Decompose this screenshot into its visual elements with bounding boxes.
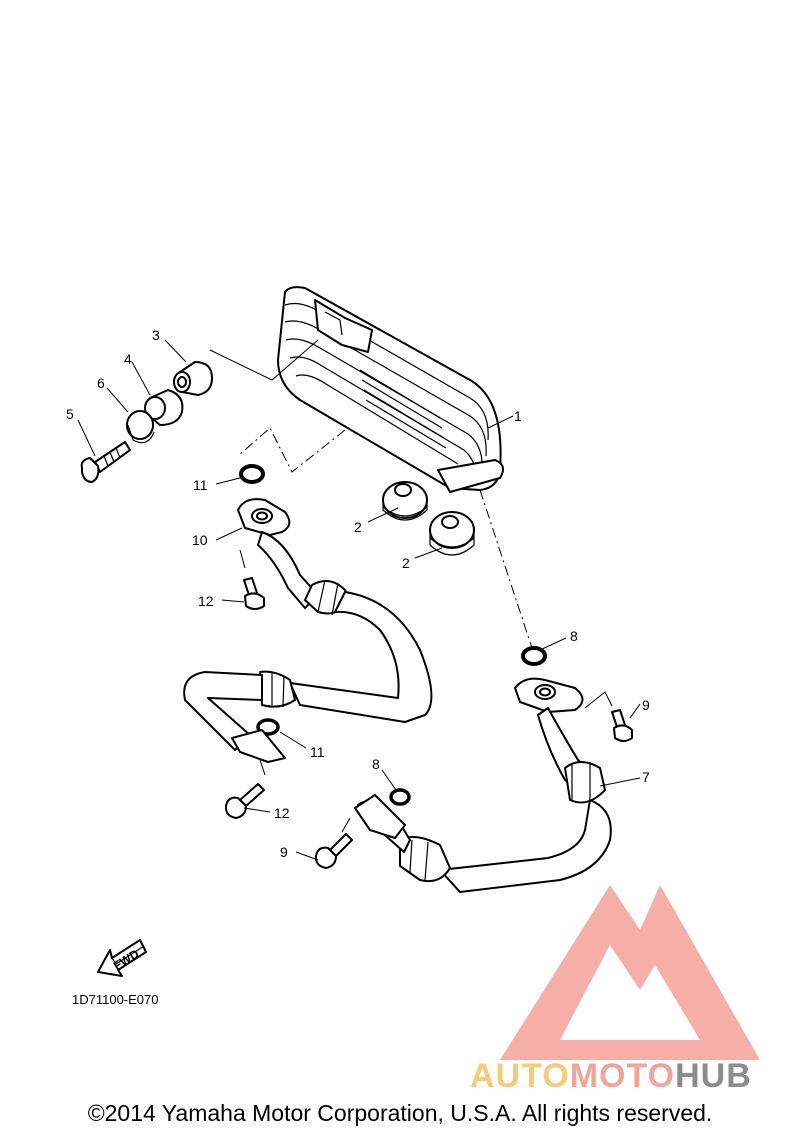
watermark-word-moto: MOTO bbox=[569, 1057, 676, 1095]
watermark-logo bbox=[500, 885, 760, 1060]
callout-11b: 11 bbox=[310, 744, 325, 760]
damper bbox=[144, 389, 184, 426]
callout-6: 6 bbox=[97, 375, 105, 391]
bolt bbox=[80, 441, 131, 483]
bolt-hose-right-upper bbox=[611, 709, 633, 742]
oil-hose-left bbox=[183, 498, 433, 763]
callout-1: 1 bbox=[514, 408, 522, 424]
o-ring-lower-left bbox=[256, 718, 280, 736]
callout-7: 7 bbox=[642, 769, 650, 785]
watermark-text: AUTOMOTOHUB bbox=[470, 1057, 752, 1096]
callout-12a: 12 bbox=[198, 593, 214, 609]
oil-hose-right bbox=[354, 677, 612, 893]
o-ring-upper-left bbox=[239, 464, 265, 484]
callout-4: 4 bbox=[124, 351, 132, 367]
bolt-hose-left-upper bbox=[243, 577, 265, 610]
callout-12b: 12 bbox=[274, 805, 290, 821]
alignment-lines bbox=[209, 339, 613, 833]
o-ring-lower-right bbox=[389, 788, 411, 806]
callout-9b: 9 bbox=[280, 844, 288, 860]
callout-2a: 2 bbox=[354, 519, 362, 535]
grommet-lower bbox=[429, 511, 475, 556]
callout-8a: 8 bbox=[570, 628, 578, 644]
callout-9a: 9 bbox=[642, 697, 650, 713]
callout-10: 10 bbox=[192, 532, 208, 548]
bolt-hose-left-lower bbox=[225, 783, 265, 819]
collar bbox=[173, 361, 213, 396]
washer bbox=[126, 410, 155, 444]
bolt-hose-right-lower bbox=[315, 833, 353, 869]
o-ring-upper-right bbox=[521, 646, 547, 666]
callout-leaders bbox=[77, 339, 641, 861]
callout-3: 3 bbox=[152, 327, 160, 343]
copyright-notice: ©2014 Yamaha Motor Corporation, U.S.A. A… bbox=[87, 1100, 713, 1126]
grommet-upper bbox=[382, 481, 428, 521]
watermark-word-auto: AUTO bbox=[470, 1057, 570, 1095]
callout-11a: 11 bbox=[193, 477, 208, 493]
callout-2b: 2 bbox=[402, 555, 410, 571]
watermark-word-hub: HUB bbox=[675, 1057, 752, 1095]
oil-cooler bbox=[277, 286, 505, 493]
callout-8b: 8 bbox=[372, 756, 380, 772]
drawing-code: 1D71100-E070 bbox=[72, 992, 159, 1007]
callout-5: 5 bbox=[66, 406, 74, 422]
callouts: 1 2 2 3 4 5 6 7 8 8 9 9 10 11 11 12 12 bbox=[66, 327, 650, 860]
fwd-arrow-icon: FWD bbox=[97, 939, 147, 977]
